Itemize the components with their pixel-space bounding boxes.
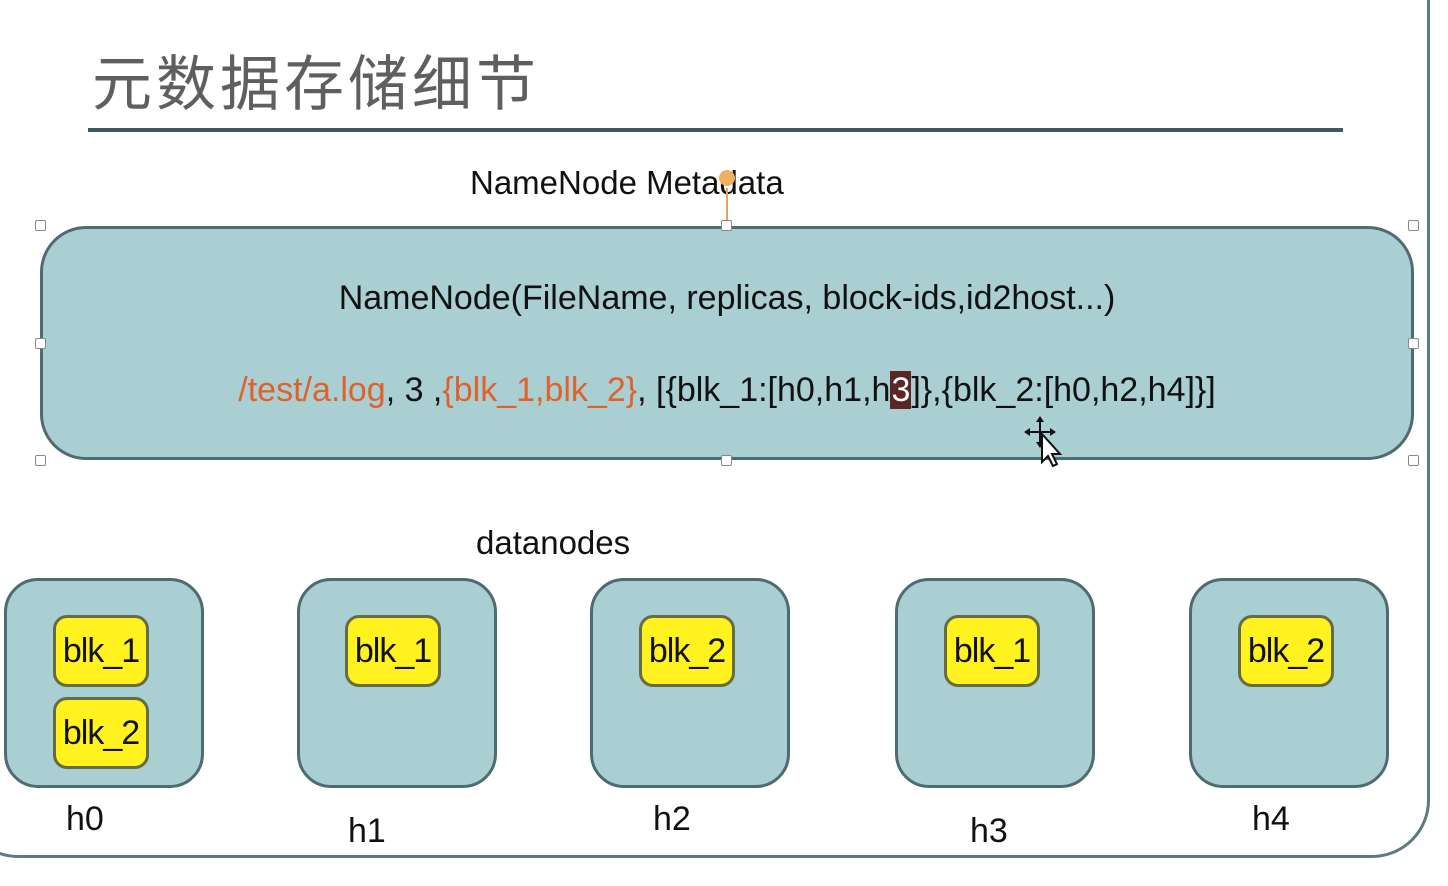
datanode-box[interactable]: blk_2 [1189,578,1389,788]
block[interactable]: blk_2 [1238,615,1334,687]
selection-handle-bottom-left[interactable] [35,455,46,466]
host-label: h1 [348,812,386,850]
datanode-box[interactable]: blk_1 blk_2 [4,578,204,788]
record-text-selection[interactable]: 3 [890,371,912,409]
record-replicas: , 3 , [385,371,443,409]
datanode-box[interactable]: blk_2 [590,578,790,788]
move-cursor-icon [1024,416,1063,468]
selection-handle-bottom-right[interactable] [1408,455,1419,466]
selection-handle-top-left[interactable] [35,220,46,231]
host-label: h3 [970,812,1008,850]
record-file-name: /test/a.log [238,371,386,409]
namenode-record[interactable]: /test/a.log, 3 ,{blk_1,blk_2}, [{blk_1:[… [43,371,1411,410]
record-id2host-end: ]},{blk_2:[h0,h2,h4]}] [911,371,1216,409]
selection-handle-bottom-center[interactable] [721,455,732,466]
selection-handle-top-center[interactable] [721,220,732,231]
namenode-schema: NameNode(FileName, replicas, block-ids,i… [338,279,1116,317]
block[interactable]: blk_2 [639,615,735,687]
selection-handle-middle-right[interactable] [1408,338,1419,349]
record-id2host-start: , [{blk_1:[h0,h1,h [637,371,891,409]
selection-handle-top-right[interactable] [1408,220,1419,231]
slide-title: 元数据存储细节 [92,50,540,120]
metadata-label: NameNode Metadata [470,164,784,201]
block[interactable]: blk_2 [53,697,149,769]
datanode-box[interactable]: blk_1 [895,578,1095,788]
host-label: h4 [1252,800,1290,838]
datanode-box[interactable]: blk_1 [297,578,497,788]
host-label: h2 [653,800,691,838]
block[interactable]: blk_1 [345,615,441,687]
datanodes-label: datanodes [476,524,631,561]
rotation-connector [726,188,728,224]
title-underline [88,128,1343,132]
block[interactable]: blk_1 [53,615,149,687]
host-label: h0 [66,800,104,838]
block[interactable]: blk_1 [944,615,1040,687]
selection-handle-middle-left[interactable] [35,338,46,349]
rotate-handle-icon[interactable] [719,170,735,186]
namenode-box[interactable]: NameNode(FileName, replicas, block-ids,i… [40,226,1414,460]
record-block-ids: {blk_1,blk_2} [442,371,638,409]
